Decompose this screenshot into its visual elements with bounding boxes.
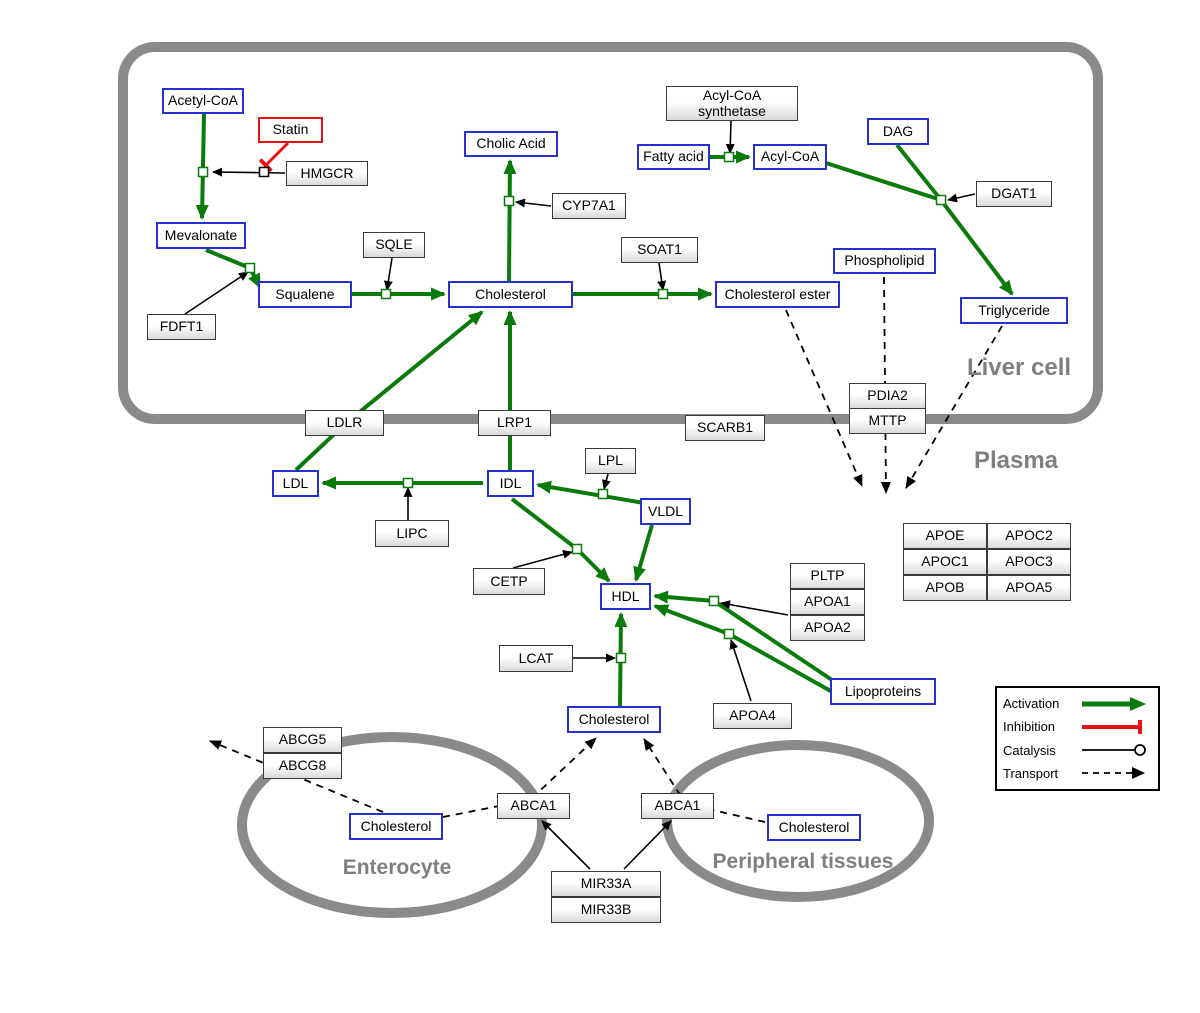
fatty-acid-node[interactable]: Fatty acid <box>637 144 710 170</box>
ldlr-node[interactable]: LDLR <box>305 410 384 436</box>
acyl-coa-synthetase-node[interactable]: Acyl-CoA synthetase <box>666 86 798 121</box>
mir33a-node[interactable]: MIR33A <box>551 871 661 897</box>
apoc1-node[interactable]: APOC1 <box>903 549 987 575</box>
idl-node[interactable]: IDL <box>487 470 534 497</box>
apoa2-node[interactable]: APOA2 <box>790 615 865 641</box>
cholic-acid-node[interactable]: Cholic Acid <box>464 131 558 157</box>
apoa4-node[interactable]: APOA4 <box>713 703 792 729</box>
apoc3-node[interactable]: APOC3 <box>987 549 1071 575</box>
abcg8-node[interactable]: ABCG8 <box>263 753 342 779</box>
statin-node[interactable]: Statin <box>258 117 323 143</box>
catalysis-circle-icon <box>1082 744 1146 757</box>
lrp1-node[interactable]: LRP1 <box>478 410 551 436</box>
apoa5-node[interactable]: APOA5 <box>987 575 1071 601</box>
legend-row-catalysis: Catalysis <box>1003 739 1152 761</box>
lipoproteins-node[interactable]: Lipoproteins <box>830 678 936 705</box>
cholesterol-liver-node[interactable]: Cholesterol <box>448 281 573 308</box>
legend-label-activation: Activation <box>1003 696 1060 712</box>
activation-arrow-icon <box>1082 696 1146 711</box>
cholesterol-ester-node[interactable]: Cholesterol ester <box>715 281 840 308</box>
cholesterol-plasma-node[interactable]: Cholesterol <box>567 706 661 733</box>
hmgcr-node[interactable]: HMGCR <box>286 161 368 186</box>
inhibition-tbar-icon <box>1082 719 1142 734</box>
legend-row-transport: Transport <box>1003 762 1152 784</box>
sqle-node[interactable]: SQLE <box>363 232 425 258</box>
abca1-right-node[interactable]: ABCA1 <box>641 793 714 819</box>
lcat-node[interactable]: LCAT <box>499 645 573 672</box>
pdia2-node[interactable]: PDIA2 <box>849 383 926 409</box>
legend-label-catalysis: Catalysis <box>1003 742 1056 758</box>
dgat1-node[interactable]: DGAT1 <box>976 181 1052 207</box>
triglyceride-node[interactable]: Triglyceride <box>960 297 1068 324</box>
mttp-node[interactable]: MTTP <box>849 408 926 434</box>
dag-node[interactable]: DAG <box>867 118 929 145</box>
pltp-node[interactable]: PLTP <box>790 563 865 589</box>
ldl-node[interactable]: LDL <box>272 470 319 497</box>
mevalonate-node[interactable]: Mevalonate <box>156 222 246 249</box>
soat1-node[interactable]: SOAT1 <box>621 237 698 263</box>
legend-label-inhibition: Inhibition <box>1003 719 1056 735</box>
fdft1-node[interactable]: FDFT1 <box>147 314 216 340</box>
squalene-node[interactable]: Squalene <box>258 281 352 308</box>
apoa1-node[interactable]: APOA1 <box>790 589 865 615</box>
acyl-coa-node[interactable]: Acyl-CoA <box>753 144 827 170</box>
cetp-node[interactable]: CETP <box>473 568 545 595</box>
legend-box: Activation Inhibition Catalysis Transpor… <box>995 686 1160 791</box>
legend-row-activation: Activation <box>1003 693 1152 715</box>
hdl-node[interactable]: HDL <box>600 583 651 610</box>
abca1-left-node[interactable]: ABCA1 <box>497 793 570 819</box>
cholesterol-peripheral-node[interactable]: Cholesterol <box>767 814 861 841</box>
lipc-node[interactable]: LIPC <box>375 520 449 547</box>
scarb1-node[interactable]: SCARB1 <box>685 415 765 441</box>
apob-node[interactable]: APOB <box>903 575 987 601</box>
abcg5-node[interactable]: ABCG5 <box>263 727 342 753</box>
acetyl-coa-node[interactable]: Acetyl-CoA <box>162 88 244 114</box>
lpl-node[interactable]: LPL <box>585 448 636 474</box>
legend-row-inhibition: Inhibition <box>1003 716 1152 738</box>
transport-dashed-arrow-icon <box>1082 767 1145 780</box>
cyp7a1-node[interactable]: CYP7A1 <box>552 193 626 219</box>
phospholipid-node[interactable]: Phospholipid <box>833 248 936 274</box>
cholesterol-enterocyte-node[interactable]: Cholesterol <box>349 813 443 840</box>
mir33b-node[interactable]: MIR33B <box>551 897 661 923</box>
apoe-node[interactable]: APOE <box>903 523 987 549</box>
legend-label-transport: Transport <box>1003 765 1059 781</box>
apoc2-node[interactable]: APOC2 <box>987 523 1071 549</box>
vldl-node[interactable]: VLDL <box>640 498 691 525</box>
